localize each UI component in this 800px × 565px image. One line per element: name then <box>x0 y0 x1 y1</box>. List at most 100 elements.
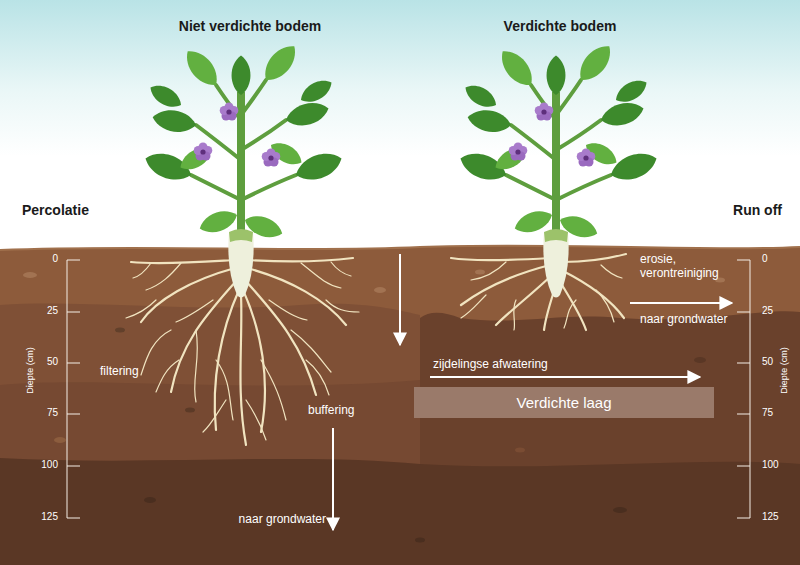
roots-shallow <box>562 254 626 262</box>
roots-deep <box>269 300 307 320</box>
roots-shallow <box>461 265 550 305</box>
depth-axis-right <box>737 518 750 519</box>
sky <box>0 0 800 260</box>
roots-deep <box>176 300 213 322</box>
depth-tick: 0 <box>762 253 768 265</box>
depth-tick: 125 <box>41 511 58 523</box>
depth-axis-right <box>737 260 750 261</box>
roots-deep <box>247 268 346 325</box>
soil-layers <box>0 458 800 565</box>
flow-label: zijdelingse afwatering <box>433 357 548 371</box>
soil-layers <box>0 246 800 565</box>
roots-deep <box>133 263 151 278</box>
depth-axis-left <box>67 363 80 364</box>
roots-shallow <box>564 300 576 328</box>
roots-shallow <box>561 270 624 318</box>
pebbles <box>515 448 525 453</box>
roots-shallow <box>451 254 626 330</box>
roots-shallow <box>514 300 516 330</box>
pebbles <box>23 270 725 543</box>
soil-layers <box>0 246 800 565</box>
depth-axis-right <box>737 414 750 415</box>
depth-tick: 100 <box>41 459 58 471</box>
roots-shallow <box>471 262 506 280</box>
pebbles <box>415 538 425 543</box>
pebbles <box>613 507 627 513</box>
depth-axis-right <box>737 466 750 467</box>
plant-right <box>457 40 661 298</box>
depth-tick: 75 <box>47 407 58 419</box>
depth-tick: 25 <box>762 305 773 317</box>
depth-tick: 50 <box>47 356 58 368</box>
pebbles <box>694 357 706 363</box>
process-label: filtering <box>100 364 139 378</box>
column-title: Niet verdichte bodem <box>179 18 321 35</box>
flow-arrows <box>332 428 334 530</box>
roots-shallow <box>559 280 586 330</box>
flow-label: erosie, verontreiniging <box>640 252 740 281</box>
flow-label: naar grondwater <box>239 512 326 526</box>
depth-axis-right <box>737 363 750 364</box>
roots-shallow <box>451 258 550 260</box>
roots-deep <box>261 360 286 420</box>
depth-tick: 50 <box>762 356 773 368</box>
depth-tick: 0 <box>52 253 58 265</box>
depth-tick: 100 <box>762 459 779 471</box>
depth-tick: 75 <box>762 407 773 419</box>
depth-axis-left <box>67 518 80 519</box>
roots-deep <box>195 330 198 402</box>
process-label: buffering <box>308 403 354 417</box>
column-title: Verdichte bodem <box>504 18 617 35</box>
depth-axis-left <box>67 466 80 467</box>
roots-deep <box>131 260 235 263</box>
flow-arrows <box>333 254 732 530</box>
roots-shallow <box>496 275 552 325</box>
pebbles <box>185 408 195 413</box>
roots-deep <box>156 360 179 392</box>
roots-deep <box>141 330 171 375</box>
compacted-layer-band: Verdichte laag <box>414 387 714 418</box>
band-label: Verdichte laag <box>516 394 611 411</box>
pebbles <box>144 497 156 503</box>
roots-deep <box>246 400 266 440</box>
roots-deep <box>326 300 359 312</box>
plant-left <box>142 40 346 298</box>
flow-label: naar grondwater <box>640 312 727 326</box>
roots-shallow <box>461 262 622 330</box>
roots-deep <box>141 268 235 322</box>
pebbles <box>475 270 485 275</box>
flow-arrows <box>399 254 401 345</box>
roots-deep <box>247 258 353 261</box>
pebbles <box>374 287 386 293</box>
flow-arrows <box>430 376 700 378</box>
roots-deep <box>215 290 239 430</box>
depth-axis-left <box>67 414 80 415</box>
depth-axis-right <box>750 260 751 518</box>
side-heading: Run off <box>733 202 782 219</box>
pebbles <box>54 437 66 443</box>
roots-shallow <box>451 254 626 330</box>
side-heading: Percolatie <box>22 202 89 219</box>
roots-shallow <box>461 295 486 318</box>
depth-tick: 125 <box>762 511 779 523</box>
roots-deep <box>306 360 329 395</box>
roots-deep <box>245 280 316 395</box>
roots-shallow <box>596 290 614 322</box>
depth-axis-left <box>67 260 68 518</box>
roots-deep <box>291 330 331 372</box>
roots-deep <box>240 295 246 445</box>
roots-deep <box>171 280 237 392</box>
axis-title: Diepte (cm) <box>25 347 36 394</box>
pebbles <box>23 272 37 278</box>
depth-axis-right <box>737 312 750 313</box>
depth-axis-right <box>737 260 750 518</box>
pebbles <box>115 328 125 333</box>
roots-deep <box>203 400 226 432</box>
roots-deep <box>331 262 351 276</box>
depth-axis-left <box>67 312 80 313</box>
roots-deep <box>126 300 156 318</box>
soil-layers <box>0 246 800 250</box>
